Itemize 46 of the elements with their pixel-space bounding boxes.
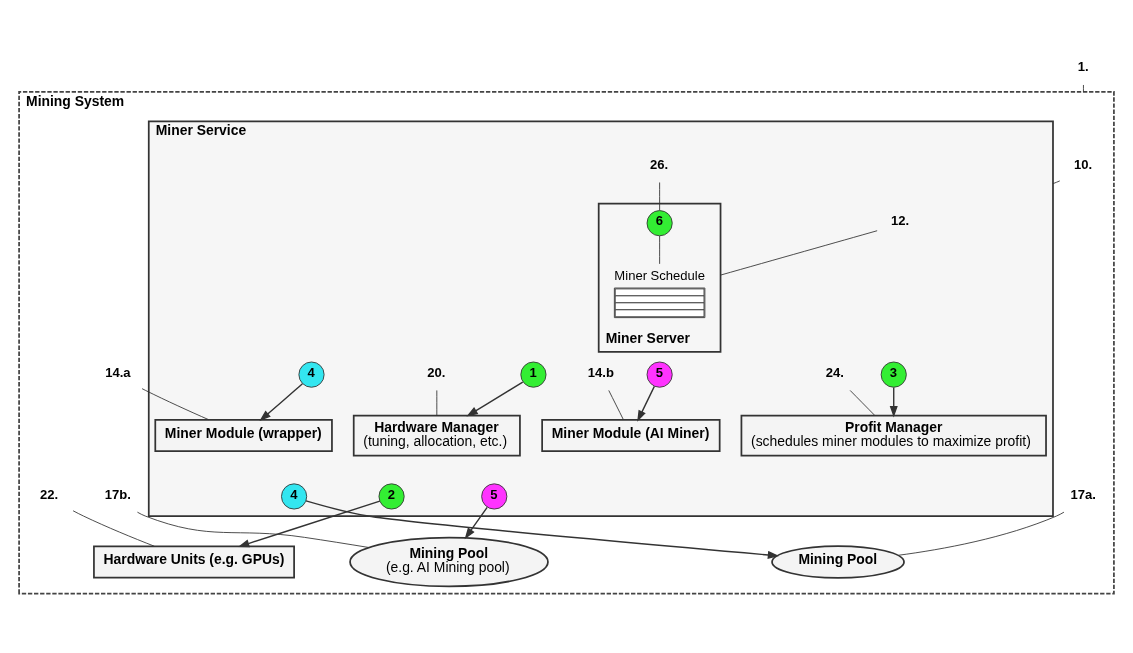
node-circle: 5 [646, 361, 673, 388]
node-circle: 4 [281, 482, 308, 509]
node-text: 14.b [587, 364, 614, 380]
node-text: 22. [39, 486, 59, 502]
arrow [889, 386, 898, 418]
node-label: Miner Schedule [614, 267, 706, 283]
arrow [637, 385, 656, 422]
node-ellipse: Mining Pool [771, 544, 905, 579]
connector [436, 389, 438, 416]
node-text: 24. [825, 364, 844, 380]
node-circle: 4 [298, 361, 325, 388]
connector [897, 511, 1065, 556]
arrow [464, 506, 488, 539]
node-box: Miner Module (wrapper) [154, 418, 333, 452]
node-text: 26. [650, 156, 669, 172]
connector [659, 235, 661, 264]
connector [608, 389, 624, 420]
arrow [305, 499, 780, 559]
node-circle: 1 [520, 361, 547, 388]
connector [659, 181, 661, 211]
node-circle: 2 [378, 482, 405, 509]
node-box: Hardware Units (e.g. GPUs) [93, 544, 295, 578]
node-circle: 3 [880, 361, 907, 388]
connector [720, 229, 878, 276]
node-text: 17a. [1070, 486, 1096, 502]
node-ellipse: Mining Pool (e.g. AI Mining pool) [349, 536, 549, 587]
node-box: Hardware Manager (tuning, allocation, etc.) [352, 414, 521, 456]
node-circle: 5 [481, 482, 508, 509]
connector [1083, 84, 1084, 92]
arrow [237, 499, 381, 547]
connector [72, 509, 155, 547]
connector [141, 387, 210, 420]
node-text: 17b. [104, 486, 131, 502]
node-text: 12. [891, 212, 910, 228]
node-box: Profit Manager (schedules miner modules to maximize profit) [740, 414, 1047, 456]
arrow [259, 382, 304, 421]
node-text: 20. [427, 364, 446, 380]
node-circle: 6 [646, 209, 673, 236]
connector [1052, 179, 1061, 184]
node-text: 1. [1077, 58, 1089, 74]
node-text: 10. [1073, 156, 1093, 172]
connector [137, 511, 370, 548]
node-text: 14.a [105, 364, 131, 380]
node-box: Miner Module (AI Miner) [541, 418, 721, 452]
connector [849, 389, 876, 416]
arrow [466, 380, 524, 417]
